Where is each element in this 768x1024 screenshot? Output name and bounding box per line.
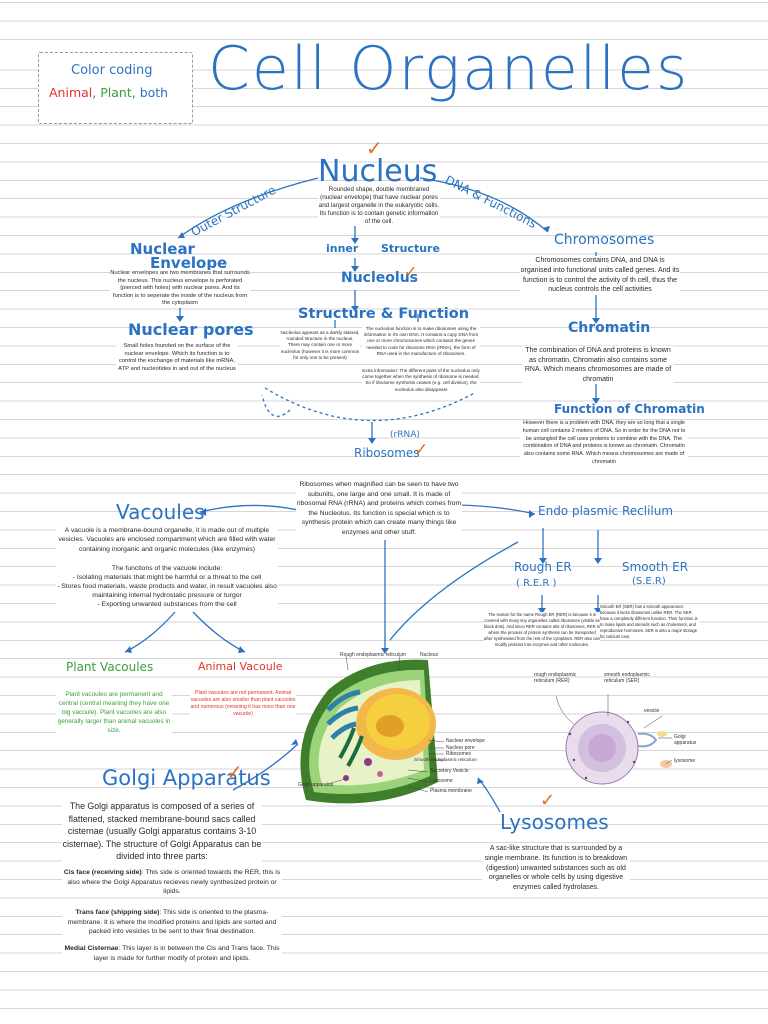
lysosomes-heading: Lysosomes (500, 810, 609, 834)
cell-illustration (300, 655, 445, 804)
vacuoles-functions-list: - Isolating materials that might be harm… (56, 573, 278, 610)
nucleolus-function-text: The nucleolus function is to make riboso… (362, 326, 480, 358)
smooth-er-abbr: (S.E.R) (632, 576, 666, 587)
rough-er-heading: Rough ER (514, 560, 572, 574)
rrna-label: (rRNA) (390, 430, 420, 440)
diagram-label: vesicle (644, 708, 660, 714)
list-item: - Isolating materials that might be harm… (56, 573, 278, 583)
diagram-label: lysosome (674, 758, 696, 764)
vacuoles-text: A vacuole is a membrane-bound organelle,… (56, 526, 278, 554)
diagram-label: Ribosomes (446, 751, 472, 757)
color-coding-legend: Color coding Animal, Plant, both (38, 52, 193, 124)
er-diagram: rough endoplasmic reticulum (RER) smooth… (516, 664, 702, 794)
nucleolus-heading: Nucleolus (341, 270, 418, 286)
legend-sep-2: , (131, 85, 136, 100)
nucleus-text: Rounded shape, double membraned (nuclear… (318, 186, 440, 226)
legend-items: Animal, Plant, both (49, 85, 168, 100)
trans-face-label: Trans face (shipping side) (75, 909, 160, 916)
nucleolus-structure-text: Nucleolus appears as a darkly stained, r… (280, 330, 360, 362)
chromatin-function-text: However there is a problem with DNA, the… (520, 420, 688, 467)
legend-animal: Animal (49, 85, 93, 100)
ribosomes-text: Ribosomes when magnified can be seen to … (296, 480, 462, 538)
nucleolus-extra-text: Extra information: The different parts o… (362, 368, 480, 393)
golgi-medial-cisternae: Medial Cisternae: This layer is in betwe… (62, 944, 282, 964)
animal-cell-diagram: Rough endoplasmic reticulum Nucleus Nucl… (288, 650, 488, 810)
inner-label: inner (326, 242, 359, 255)
rough-er-text: The reason for the name Rough ER (RER) i… (484, 612, 600, 648)
diagram-label: Nucleus (420, 652, 439, 658)
nucleolus-sub-heading: Structure & Function (298, 306, 470, 322)
golgi-trans-face: Trans face (shipping side): This side is… (62, 908, 282, 937)
nuclear-pores-text: Small holes founded on the surface of th… (116, 343, 238, 374)
smooth-er-heading: Smooth ER (622, 560, 689, 574)
chromatin-heading: Chromatin (568, 320, 651, 336)
rough-er-abbr: ( R.E.R ) (516, 578, 557, 589)
er-heading: Endo plasmic Reclilum (538, 504, 674, 518)
golgi-intro-text: The Golgi apparatus is composed of a ser… (62, 800, 262, 863)
legend-both: both (139, 85, 169, 100)
diagram-label: Secretory Vesicle (430, 768, 469, 774)
er-illustration (555, 694, 673, 785)
legend-plant: Plant (100, 85, 132, 100)
trans-face-text: : This side is oriented to the plasma-me… (67, 909, 277, 936)
plant-vacuoles-text: Plant vacoules are permanent and central… (56, 690, 172, 735)
page-title: Cell Organelles (208, 34, 690, 104)
checkmark-icon: ✓ (540, 790, 556, 811)
chromatin-function-heading: Function of Chromatin (554, 402, 705, 416)
structure-label: Structure (381, 242, 440, 255)
chromatin-text: The combination of DNA and proteins is k… (522, 346, 674, 385)
medial-cisternae-label: Medial Cisternae (64, 945, 119, 952)
chromosomes-text: Chromosomes contains DNA, and DNA is org… (520, 256, 680, 296)
chromosomes-heading: Chromosomes (554, 232, 655, 248)
legend-sep-1: , (92, 85, 97, 100)
animal-vacuole-heading: Animal Vacoule (198, 660, 283, 673)
list-item: - Exporting unwanted substances from the… (56, 600, 278, 610)
cis-face-label: Cis face (receiving side) (63, 869, 142, 876)
animal-vacuole-text: Plant vacoules are not permanent. Animal… (190, 690, 296, 718)
diagram-label: Golgi apparatus (674, 734, 697, 746)
checkmark-icon: ✓ (414, 440, 429, 460)
diagram-label: Smooth endoplasmic reticulum (414, 757, 477, 762)
cis-face-text: : This side is oriented towards the RER,… (67, 869, 281, 896)
plant-vacuoles-heading: Plant Vacoules (66, 660, 154, 674)
diagram-label: Nuclear pore (446, 745, 475, 751)
diagram-label: smooth endoplasmic reticulum (SER) (604, 672, 650, 684)
smooth-er-text: Smooth ER (SER) has a smooth appearance … (600, 604, 700, 640)
nuclear-pores-heading: Nuclear pores (128, 320, 254, 339)
nuclear-envelope-heading: Nuclear (130, 240, 195, 258)
checkmark-icon: ✓ (226, 760, 243, 784)
checkmark-icon: ✓ (404, 262, 418, 281)
diagram-label: Golgi apparatus (298, 782, 334, 788)
vacuoles-functions-title: The functions of the vacuole include: (56, 564, 278, 574)
nuclear-envelope-text: Nuclear envelopes are two membranes that… (110, 270, 250, 308)
vacuoles-heading: Vacoules (116, 500, 205, 524)
legend-heading: Color coding (71, 63, 153, 78)
medial-cisternae-text: : This layer is in between the Cis and T… (93, 945, 280, 962)
diagram-label: Nuclear envelope (446, 738, 485, 744)
list-item: - Stores food materials, waste products … (56, 582, 278, 601)
diagram-label: Lysosome (430, 778, 453, 784)
golgi-cis-face: Cis face (receiving side): This side is … (62, 868, 282, 897)
diagram-label: Rough endoplasmic reticulum (340, 652, 406, 658)
checkmark-icon: ✓ (366, 136, 383, 160)
ribosomes-heading: Ribosomes (354, 446, 420, 460)
diagram-label: Plasma membrane (430, 788, 472, 794)
nuclear-envelope-heading-2: Envelope (150, 254, 228, 272)
golgi-heading: Golgi Apparatus (102, 766, 271, 790)
nucleus-heading: Nucleus (318, 154, 438, 189)
diagram-label: rough endoplasmic reticulum (RER) (534, 672, 577, 684)
lysosomes-text: A sac-like structure that is surrounded … (482, 844, 630, 893)
